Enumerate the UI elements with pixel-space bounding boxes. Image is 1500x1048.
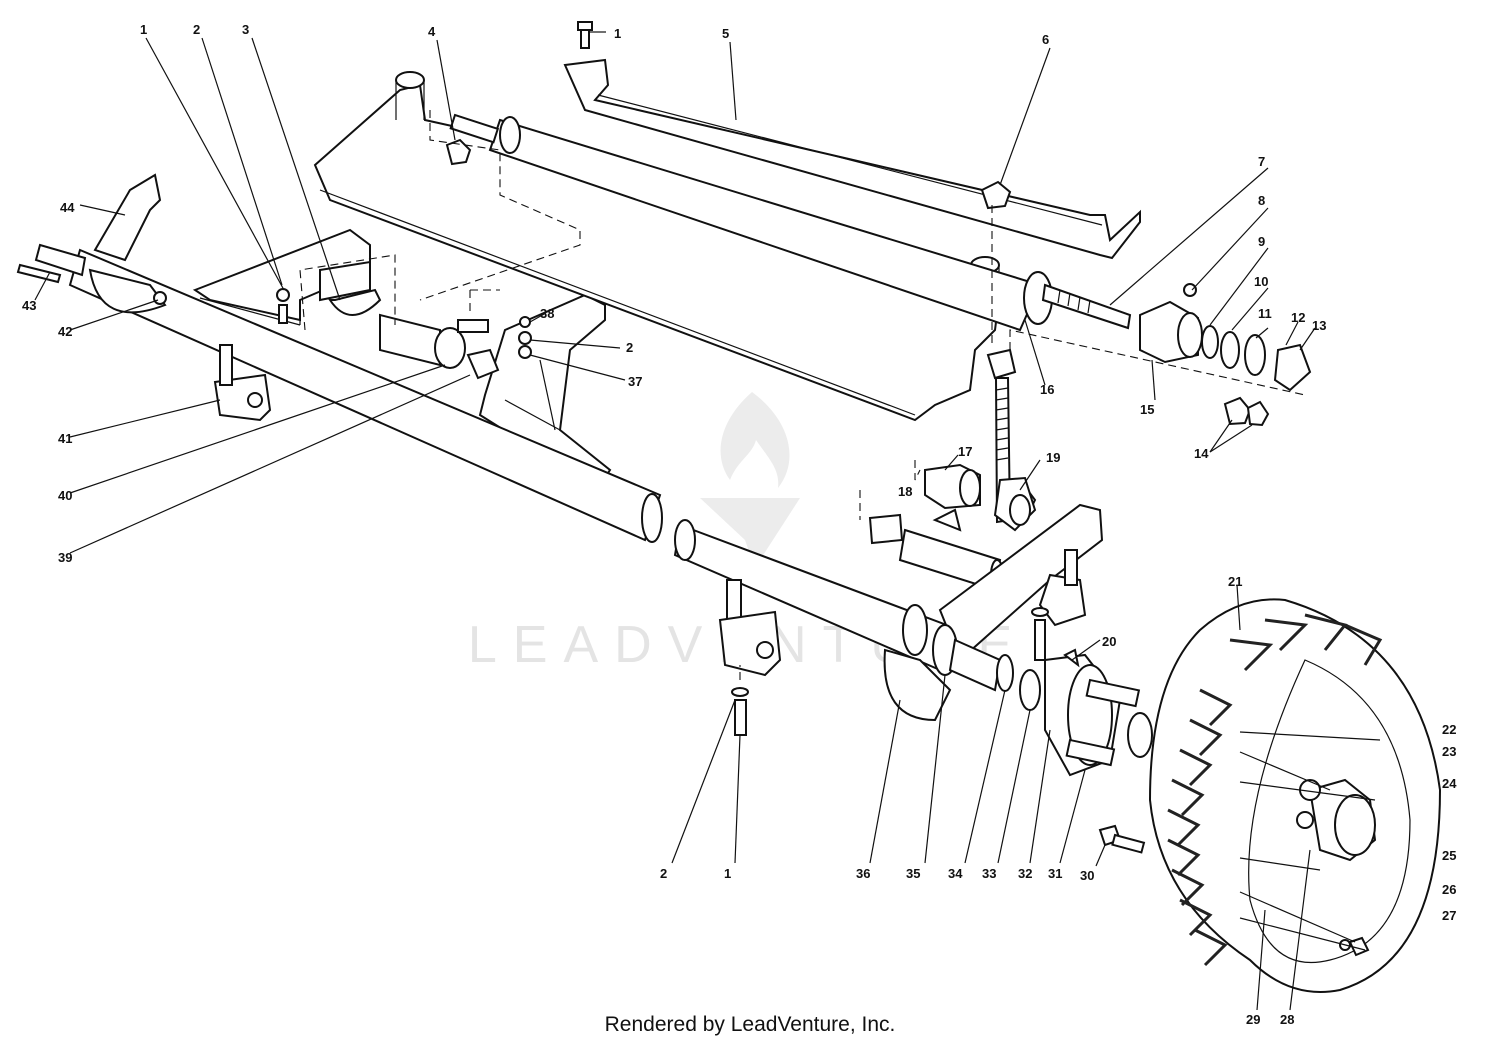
callout-8: 8 [1258, 193, 1265, 208]
axle-tube [68, 248, 962, 672]
roller-bearing-assembly [1139, 283, 1312, 427]
callout-42: 42 [58, 324, 72, 339]
callout-32: 32 [1018, 866, 1032, 881]
callout-43: 43 [22, 298, 36, 313]
mower-frame [192, 228, 612, 487]
left-side-bracket [16, 173, 167, 314]
rear-shield [313, 71, 1002, 422]
callout-28: 28 [1280, 1012, 1294, 1027]
callout-6: 6 [1042, 32, 1049, 47]
callout-9: 9 [1258, 234, 1265, 249]
callout-13: 13 [1312, 318, 1326, 333]
callout-14: 14 [1194, 446, 1209, 461]
callout-24: 24 [1442, 776, 1457, 791]
right-clamp [718, 579, 782, 736]
right-side-plate [938, 503, 1104, 662]
callout-30: 30 [1080, 868, 1094, 883]
callout-20: 20 [1102, 634, 1116, 649]
callout-4: 4 [428, 24, 436, 39]
wheel-hub-assembly [883, 604, 1176, 854]
callout-2-a: 2 [193, 22, 200, 37]
callout-18: 18 [898, 484, 912, 499]
callout-3: 3 [242, 22, 249, 37]
leader-lines [34, 31, 1381, 1011]
left-clamp [213, 344, 272, 422]
callout-34: 34 [948, 866, 963, 881]
callout-25: 25 [1442, 848, 1456, 863]
drive-wheel [1148, 598, 1442, 993]
callout-1-c: 1 [724, 866, 731, 881]
callout-23: 23 [1442, 744, 1456, 759]
callout-2-b: 2 [626, 340, 633, 355]
callout-22: 22 [1442, 722, 1456, 737]
alignment-dashes [299, 110, 1306, 520]
roller-shaft [1041, 283, 1132, 330]
callout-17: 17 [958, 444, 972, 459]
callout-1-b: 1 [614, 26, 621, 41]
callout-12: 12 [1291, 310, 1305, 325]
callout-labels: 1 2 3 4 1 5 6 7 8 9 10 11 12 13 14 15 16… [22, 22, 1457, 1027]
callout-1-a: 1 [140, 22, 147, 37]
credit-line: Rendered by LeadVenture, Inc. [604, 1013, 896, 1036]
callout-35: 35 [906, 866, 920, 881]
top-screw [577, 21, 593, 49]
callout-36: 36 [856, 866, 870, 881]
callout-2-c: 2 [660, 866, 667, 881]
callout-11: 11 [1258, 306, 1272, 321]
callout-27: 27 [1442, 908, 1456, 923]
callout-41: 41 [58, 431, 72, 446]
callout-19: 19 [1046, 450, 1060, 465]
callout-31: 31 [1048, 866, 1062, 881]
callout-5: 5 [722, 26, 729, 41]
callout-37: 37 [628, 374, 642, 389]
callout-10: 10 [1254, 274, 1268, 289]
callout-40: 40 [58, 488, 72, 503]
callout-38: 38 [540, 306, 554, 321]
upper-bracket [563, 58, 1141, 260]
callout-7: 7 [1258, 154, 1265, 169]
callout-21: 21 [1228, 574, 1242, 589]
left-bushing-assembly [319, 260, 500, 380]
callout-15: 15 [1140, 402, 1154, 417]
roller [449, 113, 1053, 332]
callout-16: 16 [1040, 382, 1054, 397]
callout-33: 33 [982, 866, 996, 881]
callout-26: 26 [1442, 882, 1456, 897]
callout-39: 39 [58, 550, 72, 565]
watermark-flame-logo [700, 392, 800, 560]
callout-44: 44 [60, 200, 75, 215]
callout-29: 29 [1246, 1012, 1260, 1027]
